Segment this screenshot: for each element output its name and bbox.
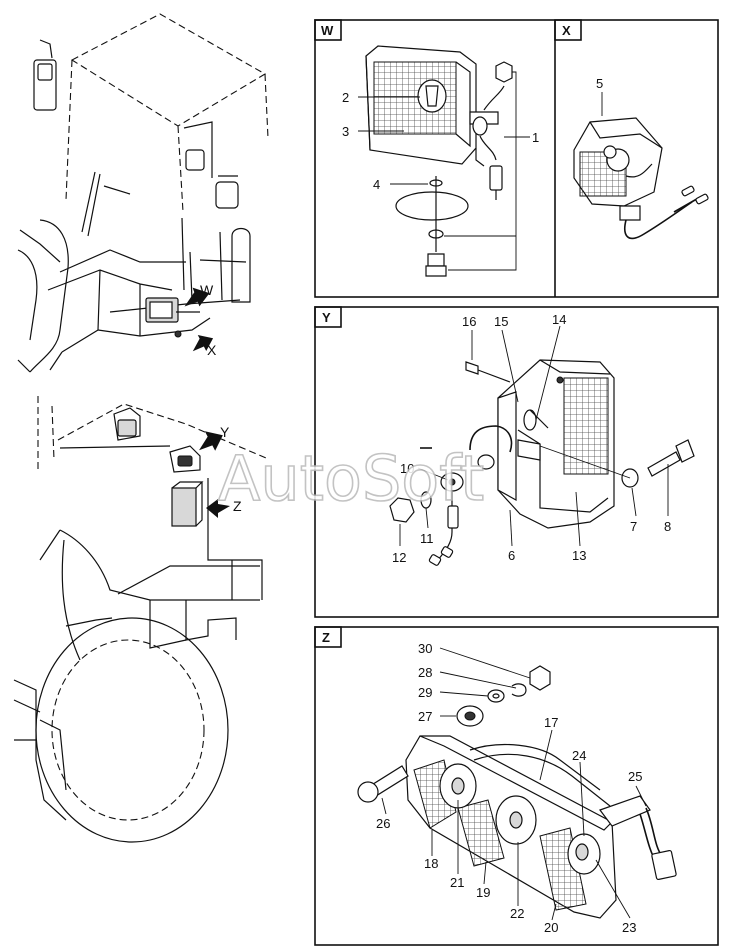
callout-3: 3 [342,124,349,139]
panel-w-x [314,19,719,298]
callout-24: 24 [572,748,586,763]
marker-light-x [573,117,709,240]
callout-11: 11 [420,531,434,546]
callout-19: 19 [476,885,490,900]
panel-w: W [314,19,539,277]
machine-rear-overview: Y Z [13,396,267,843]
callout-8: 8 [664,519,671,534]
callout-1: 1 [532,130,539,145]
panel-z-tag-box [314,626,342,648]
panel-w-tag-box [314,19,342,41]
callout-20: 20 [544,920,558,935]
callout-13: 13 [572,548,586,563]
callout-29: 29 [418,685,432,700]
panel-z: Z [314,626,719,946]
view-w-label: W [200,282,214,298]
panel-z-tag: Z [322,630,330,645]
callout-23: 23 [622,920,636,935]
view-y-label: Y [220,424,230,440]
work-light-w [365,45,513,277]
machine-cab-overview: W X [17,13,269,373]
callout-27: 27 [418,709,432,724]
callout-12: 12 [392,550,406,565]
callout-28: 28 [418,665,432,680]
callout-4: 4 [373,177,380,192]
rear-combination-lamp-z [357,665,677,919]
callout-26: 26 [376,816,390,831]
callout-7: 7 [630,519,637,534]
panel-x-tag-box [554,19,582,41]
callout-30: 30 [418,641,432,656]
callout-2: 2 [342,90,349,105]
work-light-y [389,359,695,566]
panel-y-tag-box [314,306,342,328]
callout-5: 5 [596,76,603,91]
panel-x: X 5 [554,19,709,240]
view-x-label: X [207,342,217,358]
callout-17: 17 [544,715,558,730]
callout-15: 15 [494,314,508,329]
panel-x-tag: X [562,23,571,38]
watermark: AutoSoft [218,442,484,515]
callout-21: 21 [450,875,464,890]
callout-16: 16 [462,314,476,329]
view-z-label: Z [233,498,242,514]
panel-y: Y [314,306,719,618]
callout-6: 6 [508,548,515,563]
panel-w-tag: W [321,23,334,38]
callout-18: 18 [424,856,438,871]
panel-y-tag: Y [322,310,331,325]
callout-25: 25 [628,769,642,784]
callout-10: 10 [400,461,414,476]
callout-14: 14 [552,312,566,327]
callout-22: 22 [510,906,524,921]
